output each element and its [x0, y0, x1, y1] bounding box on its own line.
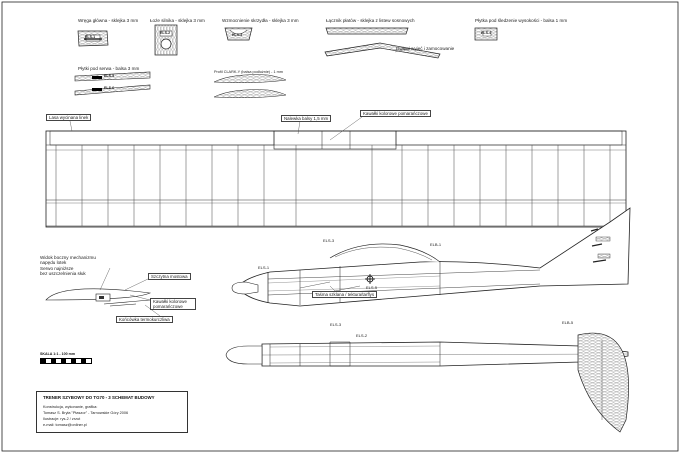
- code-servo-pad-a: ELS-5: [104, 74, 115, 78]
- label-stab-joiner: Łącznik płatów - sklejka z listew sosnow…: [326, 18, 415, 23]
- servo-note-line: napędu lotek: [40, 260, 67, 266]
- fuselage-top-view: [225, 332, 629, 433]
- servo-note-line: bez uszczelnienia słuk: [40, 271, 86, 277]
- servo-note-line: Serwo najniższe: [40, 265, 74, 271]
- title-block-line: Tomasz S. Bryła "Ptaszor" - Tarnowskie G…: [43, 411, 129, 415]
- code-fuselage-0: ELS-3: [323, 238, 335, 243]
- code-fuselage-1: ELS-1: [258, 265, 270, 270]
- label-main-rib: Wręga główna - sklejka 3 mm: [78, 18, 139, 23]
- label-servo-arm: Szczytna mostowa: [148, 273, 191, 280]
- label-motor-mount: Łoże silnika - sklejka 3 mm: [150, 18, 205, 23]
- servo-detail: [45, 288, 152, 307]
- code-motor-mount: ELS-2: [160, 31, 171, 35]
- scale-bar: SKALA 1:1 - 100 mm: [40, 352, 92, 372]
- scale-bar-graphic: [40, 358, 92, 364]
- title-block-line: Konstrukcja, wykonanie, grafika:: [43, 405, 98, 409]
- code-wing-reinforcement: ELS-3: [232, 33, 243, 37]
- code-main-rib: ELS-1: [85, 35, 96, 39]
- code-fuselage-top-0: ELS-3: [330, 322, 342, 327]
- label-wheel-plate: Płytka pod śledzenie wysokości - balsa 1…: [475, 18, 568, 23]
- label-servo-pads: Płytki pod serwa - balsa 3 mm: [78, 66, 140, 71]
- part-servo-pads: [74, 71, 151, 96]
- code-wheel-plate: ELS-4: [481, 31, 492, 35]
- code-servo-pad-b: ELS-6: [104, 86, 115, 90]
- label-servo-rod: Kawałki kolorowe pomarańczowe: [150, 298, 196, 310]
- servo-note: Widok boczny mechanizmu napędu lotek Ser…: [40, 255, 96, 277]
- part-motor-mount: [154, 24, 178, 56]
- label-wing-reinforcement: Wzmocnienie skrzydła - sklejka 3 mm: [222, 18, 299, 23]
- wing-plan-view: [45, 130, 627, 228]
- part-wing-profile: [213, 74, 287, 98]
- code-fuselage-3: ELS-5: [366, 285, 378, 290]
- label-fuselage-tape: Taśma szklana / tektura/tarflys: [312, 291, 378, 298]
- label-wing-edge: Lasa wycinana linek: [46, 114, 92, 121]
- part-main-rib: [77, 30, 109, 47]
- scale-label: SKALA 1:1 - 100 mm: [40, 352, 76, 356]
- title-block: TRENER SZYBOWY DO TG70 - 3 SCHEMAT BUDOW…: [36, 391, 188, 433]
- part-wheel-plate: [474, 27, 498, 41]
- label-wing-carbon: Kawałki kolorowe pomarańczowe: [360, 110, 431, 117]
- label-wing-balsa: Nalewka balsy 1,5 mm: [281, 115, 332, 122]
- label-stab-bend: Dwięgi wyjęć i zamocowanie: [396, 46, 455, 51]
- label-servo-hinge: Końcówka termokurczliwa: [116, 316, 173, 323]
- fuselage-side-view: [231, 207, 631, 307]
- title-block-title: TRENER SZYBOWY DO TG70 - 3 SCHEMAT BUDOW…: [43, 395, 155, 400]
- code-fuselage-top-2: ELB-5: [562, 320, 574, 325]
- part-wing-reinforcement: [224, 27, 253, 41]
- title-block-line: Ilustracje: rys-2 / zrzut: [43, 417, 81, 421]
- code-fuselage-2: ELB-1: [430, 242, 442, 247]
- servo-note-line: Widok boczny mechanizmu: [40, 255, 96, 260]
- title-block-line: e-mail: tomasz@onliner.pl: [43, 423, 87, 427]
- label-wing-profile: Profil CLARK-Y (balsa podłużnie) - 1 mm: [214, 70, 283, 74]
- code-fuselage-top-1: ELS-2: [356, 333, 368, 338]
- part-stab-joiner: [324, 27, 441, 59]
